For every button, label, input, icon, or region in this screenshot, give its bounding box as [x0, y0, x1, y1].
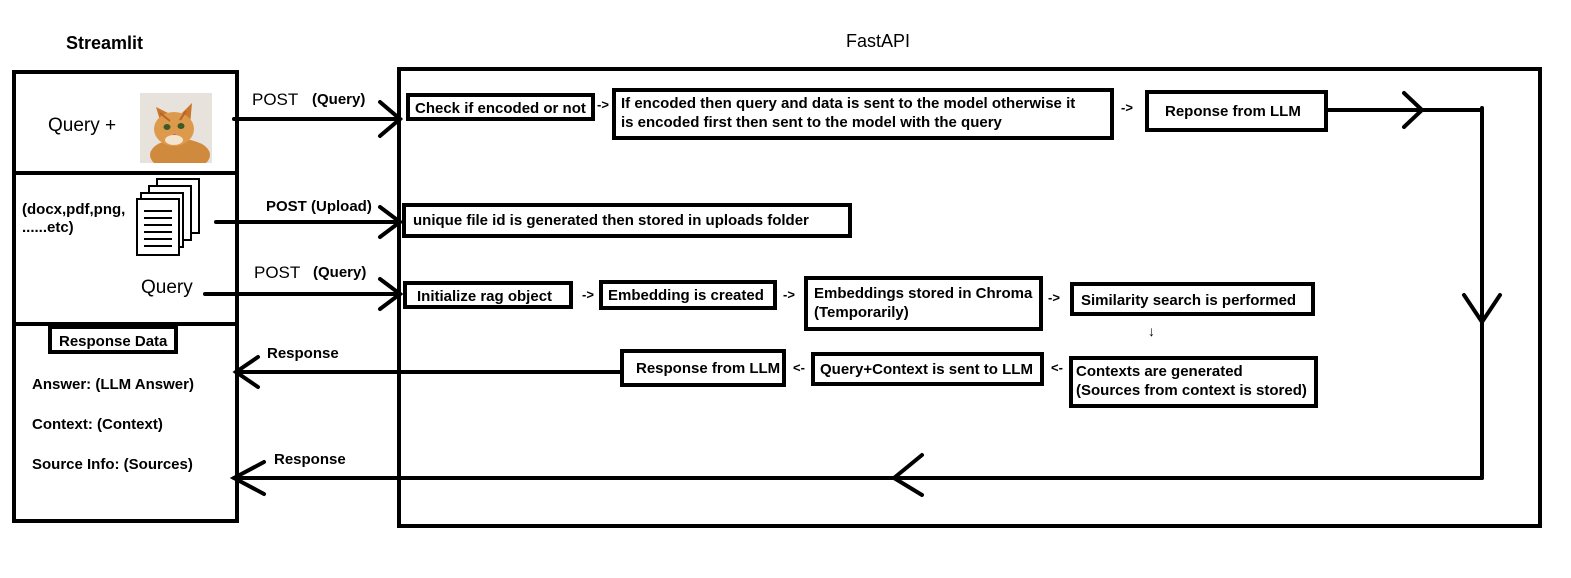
chroma-line-1: Embeddings stored in Chroma [814, 285, 1033, 302]
streamlit-divider-1 [12, 171, 239, 175]
encoded-line-1: If encoded then query and data is sent t… [621, 95, 1076, 112]
streamlit-panel [12, 70, 239, 523]
cat-image [140, 93, 212, 163]
down-sep: ↓ [1148, 323, 1155, 339]
post-query-2-arg: (Query) [313, 264, 367, 281]
post-query-1-arg: (Query) [312, 91, 366, 108]
query-context-box: Query+Context is sent to LLM [811, 352, 1044, 386]
post-upload-label: POST (Upload) [266, 198, 372, 215]
response-label-2: Response [274, 451, 346, 468]
response-data-box: Response Data [48, 325, 179, 354]
contexts-box: Contexts are generated (Sources from con… [1069, 356, 1318, 408]
chroma-line-2: (Temporarily) [814, 304, 909, 321]
row1-sep-1: -> [597, 97, 609, 112]
chroma-box: Embeddings stored in Chroma (Temporarily… [804, 276, 1043, 331]
llm-response-box-2: Response from LLM [620, 349, 786, 387]
row3-sep-1: -> [582, 287, 594, 302]
query-label: Query [141, 277, 193, 298]
row3-sep-3: -> [1048, 290, 1060, 305]
row4-sep-1: <- [1051, 360, 1063, 375]
init-rag-box: Initialize rag object [403, 281, 573, 309]
documents-icon [136, 178, 216, 258]
upload-box: unique file id is generated then stored … [402, 203, 852, 238]
embedding-box: Embedding is created [599, 280, 777, 310]
streamlit-divider-2 [12, 322, 239, 326]
file-types-line1: (docx,pdf,png, [22, 201, 126, 218]
contexts-line-1: Contexts are generated [1076, 363, 1243, 380]
post-query-1-method: POST [252, 90, 299, 109]
row4-sep-2: <- [793, 360, 805, 375]
post-query-2-method: POST [254, 263, 301, 282]
llm-response-box-1: Reponse from LLM [1145, 90, 1328, 132]
streamlit-title: Streamlit [66, 33, 144, 53]
encoded-line-2: is encoded first then sent to the model … [621, 114, 1002, 131]
fastapi-title: FastAPI [846, 31, 911, 51]
response-label-1: Response [267, 345, 339, 362]
answer-label: Answer: (LLM Answer) [32, 376, 194, 393]
source-info-label: Source Info: (Sources) [32, 456, 193, 473]
fastapi-panel [397, 67, 1542, 528]
query-plus-label: Query + [48, 115, 117, 136]
row3-sep-2: -> [783, 287, 795, 302]
cat-icon [140, 93, 212, 163]
contexts-line-2: (Sources from context is stored) [1076, 382, 1307, 399]
row1-sep-2: -> [1121, 100, 1133, 115]
file-types-line2: ......etc) [22, 219, 74, 236]
context-label: Context: (Context) [32, 416, 163, 433]
similarity-box: Similarity search is performed [1070, 282, 1315, 316]
encoded-decision-box: If encoded then query and data is sent t… [612, 88, 1114, 140]
check-encoded-box: Check if encoded or not [406, 93, 595, 121]
